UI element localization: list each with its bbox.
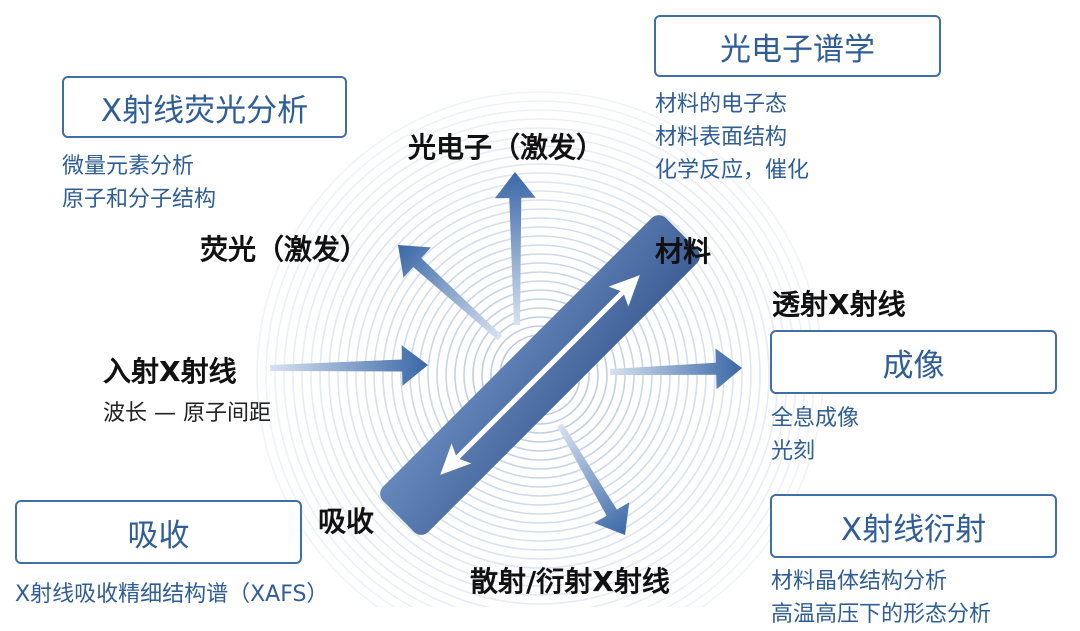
ring [472,307,608,443]
incident-xray-wavelength: 波长 — 原子间距 [103,401,271,426]
scattered-xray-arrow [557,423,630,535]
pes-description: 材料的电子态 材料表面结构 化学反应，催化 [655,88,809,187]
ring [481,316,599,434]
pes-item: 材料表面结构 [655,125,788,150]
ring [373,208,707,542]
ring [391,226,689,524]
absorption-description: X射线吸收精细结构谱（XAFS） [15,578,328,611]
imaging-description: 全息成像 光刻 [771,402,859,468]
ring [454,289,626,461]
xrd-title: X射线衍射 [840,511,987,548]
pes-item: 材料的电子态 [655,92,788,117]
ring [418,253,662,497]
ring [400,235,680,515]
imaging-item: 光刻 [771,439,816,464]
ring [310,145,770,605]
fluorescence-label: 荧光（激发） [200,233,369,266]
ring [427,262,653,488]
ring [445,280,635,470]
absorption-box: 吸收 [15,500,302,564]
ring [436,271,644,479]
xrd-item: 高温高压下的形态分析 [771,602,992,627]
xrd-box: X射线衍射 [770,494,1057,558]
xrf-item: 原子和分子结构 [62,187,217,212]
incident-xray-label: 入射X射线 [103,355,237,388]
xray-interaction-diagram [256,91,824,607]
incident-xray-arrow [269,345,428,386]
transmitted-xray-label: 透射X射线 [772,288,906,321]
photoelectron-label: 光电子（激发） [408,131,605,164]
xrf-analysis-box: X射线荧光分析 [62,76,347,138]
fluorescence-arrow [398,245,502,341]
concentric-rings [256,91,824,607]
ring [319,154,761,596]
scattered-xray-label: 散射/衍射X射线 [470,565,670,598]
ring [463,298,617,452]
absorption-label: 吸收 [318,505,375,538]
imaging-item: 全息成像 [771,406,860,431]
ring [328,163,752,587]
xrd-description: 材料晶体结构分析 高温高压下的形态分析 [771,565,991,631]
sample-bar [380,215,700,535]
xrf-description: 微量元素分析 原子和分子结构 [62,150,216,216]
imaging-box: 成像 [770,330,1057,394]
double-arrow-icon [440,275,640,475]
xrf-item: 微量元素分析 [62,154,195,179]
material-label: 材料 [655,235,712,268]
absorption-item: X射线吸收精细结构谱（XAFS） [15,582,329,607]
transmitted-xray-arrow [609,348,742,390]
xrf-analysis-title: X射线荧光分析 [100,92,309,129]
photoelectron-arrow [494,172,536,325]
radiation-arrows [269,172,742,535]
imaging-title: 成像 [882,347,945,384]
xrd-item: 材料晶体结构分析 [771,569,948,594]
ring [337,172,743,578]
photoelectron-spectroscopy-title: 光电子谱学 [720,31,875,68]
absorption-title: 吸收 [127,517,190,554]
ring [364,199,716,551]
ring [490,325,590,425]
pes-item: 化学反应，催化 [655,158,810,183]
ring [382,217,698,533]
photoelectron-spectroscopy-box: 光电子谱学 [654,15,941,77]
